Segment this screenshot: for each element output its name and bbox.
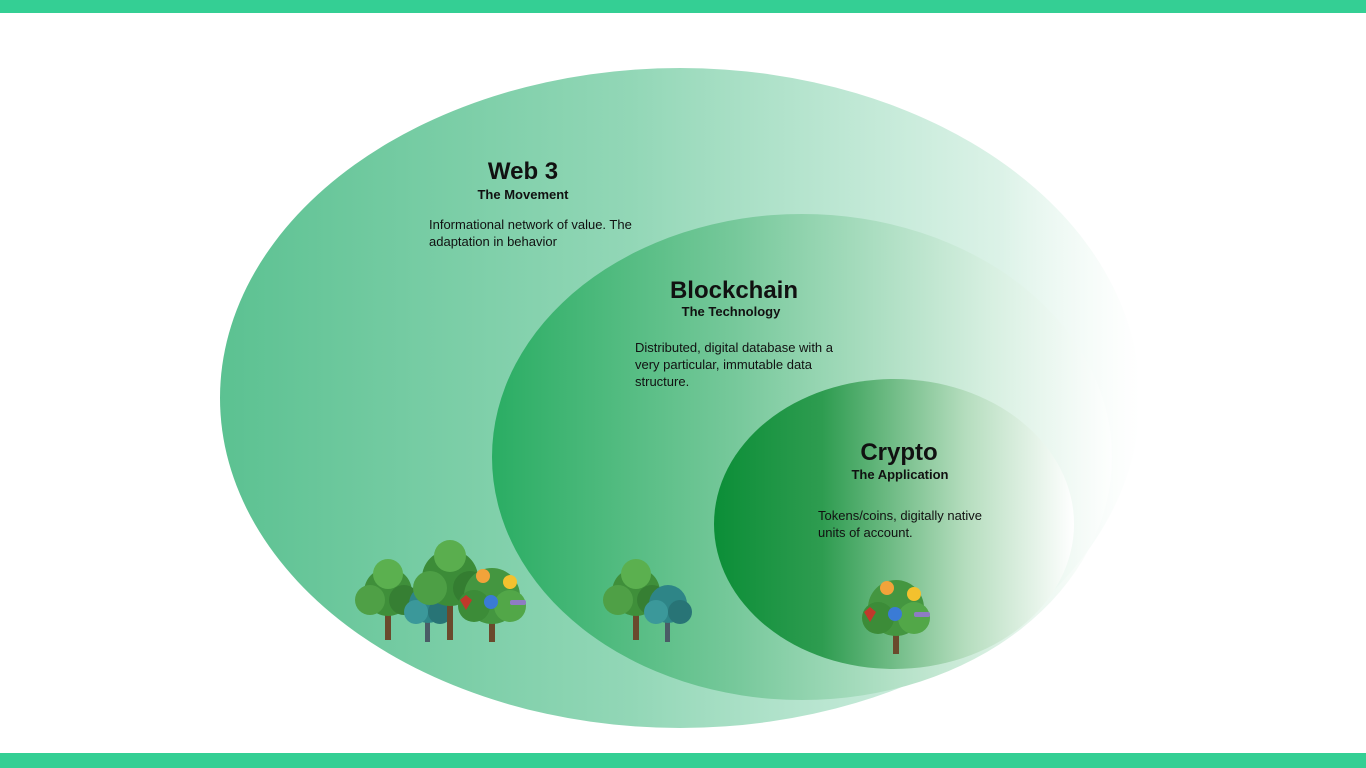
web3-description: Informational network of value. The adap… xyxy=(429,217,632,249)
crypto-title: Crypto xyxy=(860,439,938,466)
bottom-accent-bar xyxy=(0,753,1366,768)
web3-title: Web 3 xyxy=(487,158,559,185)
crypto-tree-icon xyxy=(458,568,526,642)
blockchain-title: Blockchain xyxy=(669,277,799,304)
tree-icon xyxy=(644,585,692,642)
crypto-tree-icon xyxy=(862,580,930,654)
crypto-ellipse xyxy=(714,379,1074,669)
web3-subtitle: The Movement xyxy=(477,187,569,202)
blockchain-subtitle: The Technology xyxy=(681,304,781,319)
blockchain-tree-group xyxy=(603,559,692,642)
top-accent-bar xyxy=(0,0,1366,13)
crypto-description: Tokens/coins, digitally native units of … xyxy=(818,508,983,540)
blockchain-description: Distributed, digital database with a ver… xyxy=(635,340,834,389)
web3-tree-group xyxy=(355,540,526,642)
crypto-subtitle: The Application xyxy=(851,467,949,482)
